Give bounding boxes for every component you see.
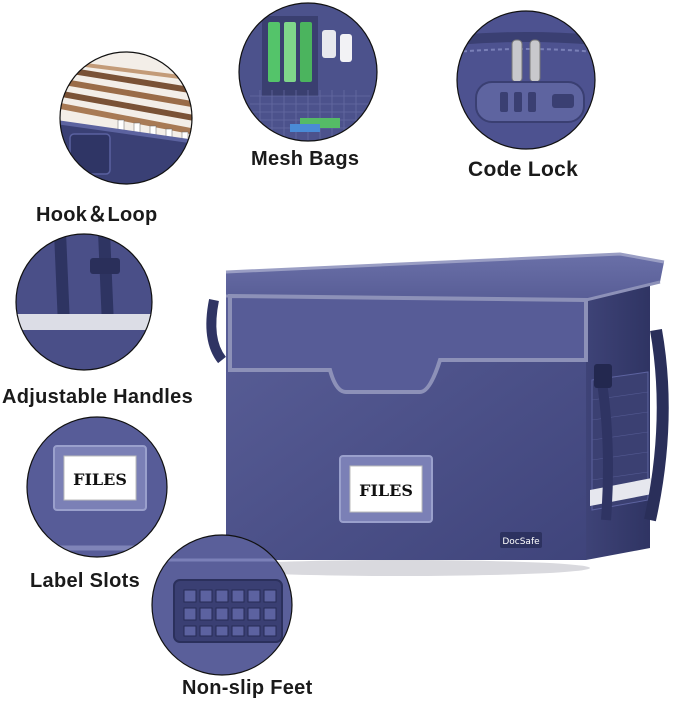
- brand-text: DocSafe: [502, 537, 540, 547]
- feature-label-code-lock: Code Lock: [468, 158, 579, 181]
- zipper-pulls: [511, 39, 541, 83]
- mesh-bags-inset: [239, 3, 377, 141]
- handles-inset: [16, 234, 152, 370]
- feature-label-adjustable-handles: Adjustable Handles: [2, 386, 193, 408]
- mesh-pocket: [250, 90, 370, 140]
- file-box: FILES DocSafe: [206, 252, 669, 576]
- front-label-text: FILES: [359, 481, 413, 500]
- pen-pocket: [322, 30, 336, 58]
- feature-label-mesh-bags: Mesh Bags: [251, 148, 360, 170]
- box-shadow: [210, 560, 590, 576]
- feature-label-hook-loop: Hook＆Loop: [36, 204, 158, 226]
- lock-button: [552, 94, 574, 108]
- non-slip-feet-inset: [152, 535, 292, 675]
- box-lid: [226, 254, 664, 300]
- right-handle-strap: [644, 328, 669, 522]
- label-slots-inset: FILES: [27, 417, 167, 557]
- brand-tag: [500, 532, 542, 548]
- feature-label-non-slip-feet: Non-slip Feet: [182, 677, 313, 699]
- code-lock-inset: [457, 11, 595, 149]
- hook-loop-inset: [60, 52, 192, 184]
- strap-buckle: [90, 258, 120, 274]
- lid-flap: [228, 293, 588, 394]
- right-strap-buckle: [594, 364, 612, 388]
- reflective-strip: [16, 314, 152, 330]
- left-handle-strap: [206, 299, 227, 364]
- inset-label-text: FILES: [73, 470, 127, 489]
- feature-label-label-slots: Label Slots: [30, 570, 140, 592]
- velcro-patch: [69, 133, 111, 175]
